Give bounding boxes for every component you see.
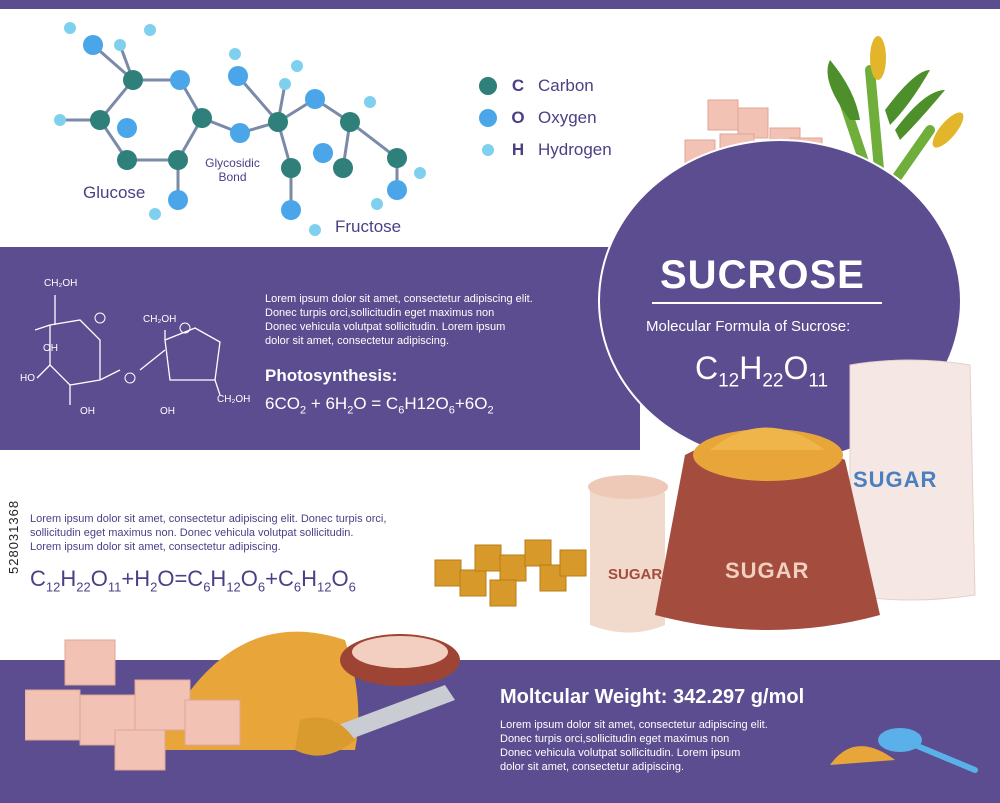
legend-carbon: C Carbon — [478, 76, 612, 96]
ch2oh-label-3: CH₂OH — [217, 394, 251, 405]
legend-hydrogen: H Hydrogen — [478, 140, 612, 160]
legend-oxygen: O Oxygen — [478, 108, 612, 128]
sugar-bags-illustration — [434, 359, 976, 633]
oh-label-2: OH — [80, 406, 95, 417]
sucrose-title: SUCROSE — [660, 253, 865, 297]
oh-label-3: OH — [160, 406, 175, 417]
sugar-pile-illustration — [25, 631, 460, 771]
sucrose-structure-diagram — [34, 295, 221, 405]
fructose-label: Fructose — [335, 217, 402, 236]
ch2oh-label-2: CH₂OH — [143, 314, 177, 325]
panel3-description: Lorem ipsum dolor sit amet, consectetur … — [500, 719, 768, 773]
panel1-description: Lorem ipsum dolor sit amet, consectetur … — [265, 293, 533, 347]
atom-legend: C Carbon O Oxygen H Hydrogen — [478, 76, 612, 160]
hydrolysis-equation: C12H22O11+H2O=C6H12O6+C6H12O6 — [30, 566, 356, 595]
structure-panel — [0, 247, 640, 450]
top-bar — [0, 0, 1000, 9]
jar-label: SUGAR — [608, 566, 663, 583]
photosynthesis-equation: 6CO2 + 6H2O = C6H12O6+6O2 — [265, 394, 494, 417]
carbon-atom-icon — [479, 77, 497, 95]
brown-bag-label: SUGAR — [725, 558, 810, 583]
ho-label: HO — [20, 373, 35, 384]
panel2-description: Lorem ipsum dolor sit amet, consectetur … — [30, 513, 387, 553]
molecular-formula-label: Molecular Formula of Sucrose: — [646, 318, 851, 335]
oh-label: OH — [43, 343, 58, 354]
sucrose-formula: C12H22O11 — [695, 350, 829, 392]
molecular-weight: Moltcular Weight: 342.297 g/mol — [500, 686, 805, 708]
white-bag-label: SUGAR — [853, 467, 938, 492]
glycosidic-bond-label: Glycosidic Bond — [205, 156, 260, 184]
sucrose-molecule-model — [54, 22, 426, 236]
glucose-label: Glucose — [83, 183, 146, 202]
photosynthesis-label: Photosynthesis: — [265, 366, 398, 385]
stock-id-label: 528031368 — [6, 499, 21, 574]
sugar-spoon-illustration — [830, 728, 978, 773]
title-divider — [652, 302, 882, 304]
ch2oh-label: CH₂OH — [44, 278, 78, 289]
oxygen-atom-icon — [479, 109, 497, 127]
hydrogen-atom-icon — [482, 144, 494, 156]
